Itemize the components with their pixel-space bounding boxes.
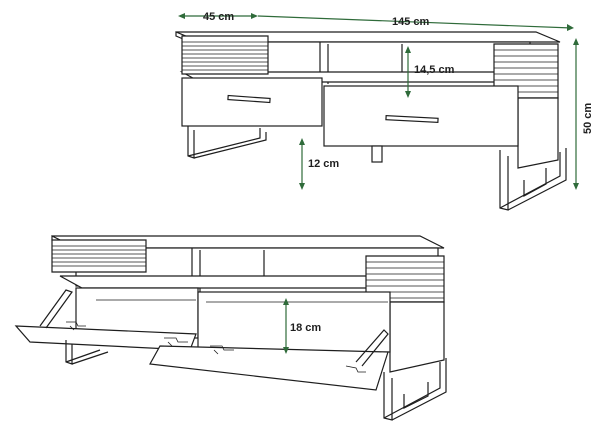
left-leg-frame <box>187 126 267 159</box>
shelf-height-dimension: 14,5 cm <box>405 46 455 98</box>
right-slat-side <box>493 43 559 99</box>
right-drawer <box>323 85 519 147</box>
height-dimension: 50 cm <box>573 38 594 190</box>
hinge-2 <box>164 337 188 347</box>
drawer-depth-dimension: 18 cm <box>283 298 321 354</box>
depth-dimension: 45 cm <box>178 11 258 23</box>
leg-clearance-dimension: 12 cm <box>299 138 339 190</box>
leg-clearance-label: 12 cm <box>308 158 339 170</box>
height-label: 50 cm <box>582 103 594 134</box>
hinge-3 <box>210 345 234 355</box>
left-drawer-handle <box>227 94 271 104</box>
right-side-panel <box>517 97 559 169</box>
hinge-4 <box>345 365 366 373</box>
right-leg-frame <box>499 148 567 211</box>
right-open-flap <box>149 345 389 391</box>
drawer-depth-label: 18 cm <box>290 322 321 334</box>
left-slat-side-lower <box>51 239 147 273</box>
left-flap-stay <box>39 289 73 329</box>
width-label: 145 cm <box>392 16 430 28</box>
shelf-height-label: 14,5 cm <box>414 64 455 76</box>
left-drawer <box>181 77 323 127</box>
left-leg-frame-lower <box>65 340 109 365</box>
center-foot <box>371 145 383 163</box>
width-dimension: 145 cm <box>257 15 574 31</box>
tv-stand-closed-view <box>175 31 567 211</box>
right-drawer-handle <box>385 115 439 123</box>
right-side-panel-lower <box>389 301 445 373</box>
depth-label: 45 cm <box>203 11 234 23</box>
right-flap-stay <box>355 329 389 367</box>
tv-stand-open-view <box>14 235 447 421</box>
right-leg-frame-lower <box>383 358 447 421</box>
hinge-1 <box>66 321 86 331</box>
left-slat-side <box>181 35 269 75</box>
